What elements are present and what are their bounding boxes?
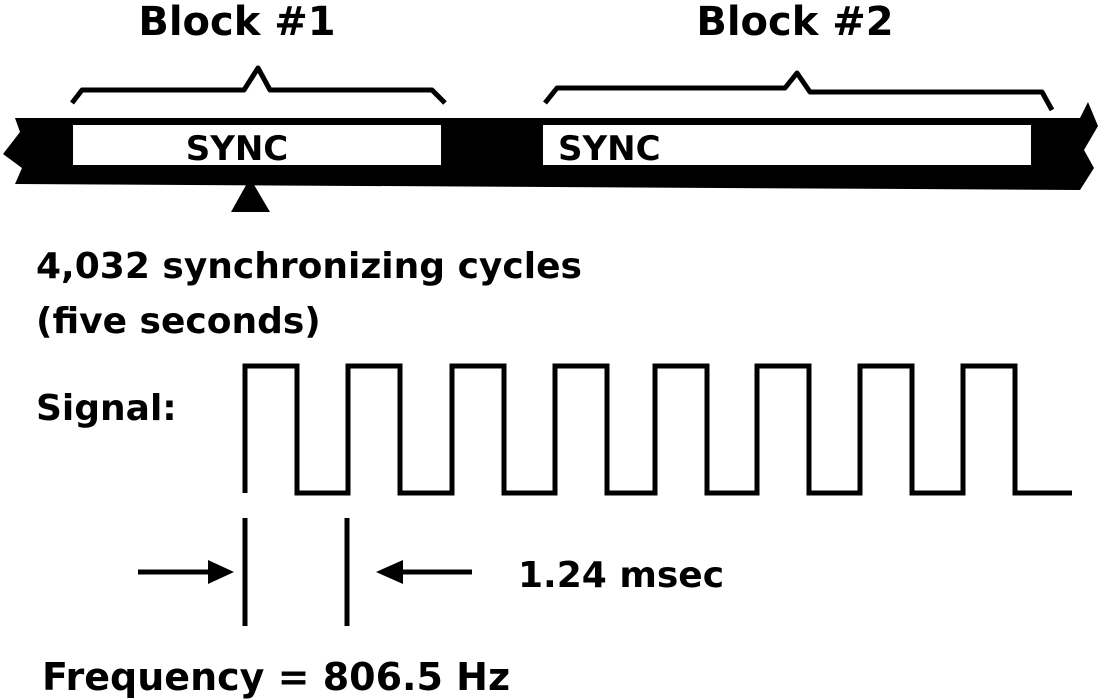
left-pointing-arrow-icon [376,560,472,584]
sync-cycles-line: 4,032 synchronizing cycles [36,246,582,287]
block-2-window [543,125,1031,165]
block-1-window [73,125,441,165]
period-label: 1.24 msec [518,555,724,596]
right-pointing-arrow-icon [138,560,234,584]
block-1-sync-label: SYNC [186,129,289,169]
signal-label: Signal: [36,388,177,429]
block-2-brace [543,70,1055,112]
block-1-brace [70,65,447,105]
frequency-label: Frequency = 806.5 Hz [42,655,510,699]
block-2-title: Block #2 [696,0,893,45]
block-1-title: Block #1 [138,0,335,45]
sync-duration-line: (five seconds) [36,301,321,342]
sync-pointer-triangle [231,178,270,212]
square-wave [242,363,1072,496]
block-2-sync-label: SYNC [558,129,661,169]
